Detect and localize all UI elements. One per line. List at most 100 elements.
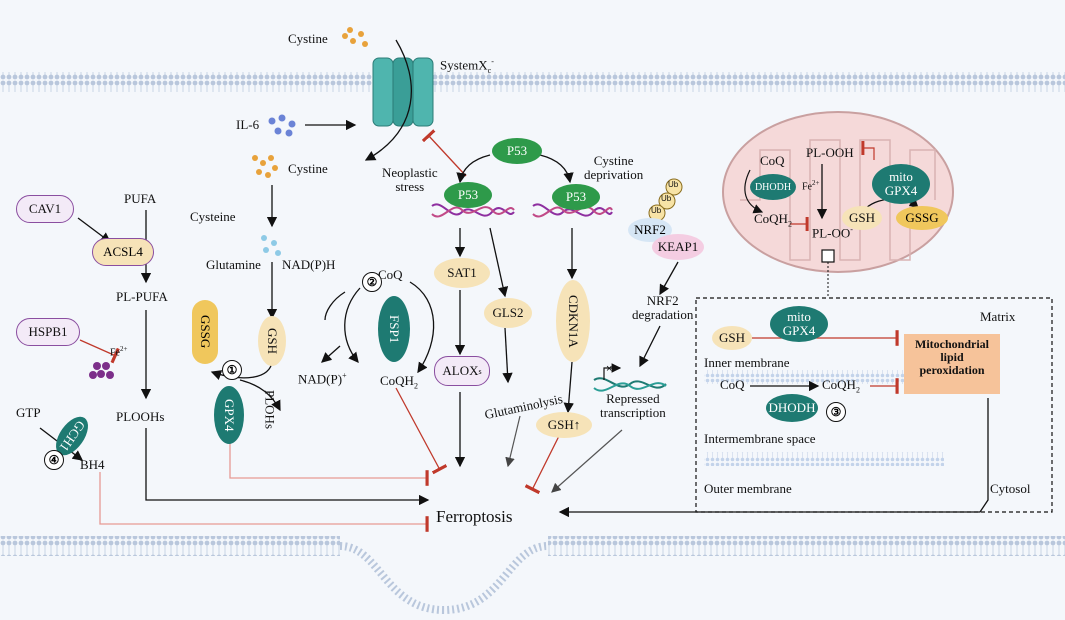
svg-text:×: × xyxy=(606,363,612,375)
membrane-invagination xyxy=(339,542,549,615)
systemxc-sub: c xyxy=(487,65,492,75)
mito-coqh2-text: CoQH xyxy=(754,211,788,226)
mito-coq-label: CoQ xyxy=(760,153,785,168)
plohs-label: PLOHs xyxy=(262,390,278,430)
mito-zoom-box xyxy=(695,297,1053,513)
fsp1-text: FSP1 xyxy=(387,314,402,344)
iron-cluster-icon xyxy=(89,362,114,379)
plasma-membrane-bottom-left xyxy=(0,536,340,556)
p53-right-node: P53 xyxy=(552,184,600,210)
glutamine-label: Glutamine xyxy=(206,257,261,272)
mito-pl-ooh-label: PL-OOH xyxy=(806,145,854,160)
mito-gpx4-node: mito GPX4 xyxy=(872,164,930,204)
repressed-transcription-label: Repressed transcription xyxy=(600,391,666,421)
matrix-label: Matrix xyxy=(980,309,1016,324)
intermembrane-space-label: Intermembrane space xyxy=(704,431,816,446)
cystine-mid-label: Cystine xyxy=(288,161,328,176)
hspb1-node: HSPB1 xyxy=(16,318,80,346)
step-1-marker: ① xyxy=(222,360,242,380)
gpx4-text: GPX4 xyxy=(222,398,237,432)
box-mito-gpx4-node: mito GPX4 xyxy=(770,306,828,342)
cysteine-label: Cysteine xyxy=(190,209,236,224)
gtp-label: GTP xyxy=(16,405,41,420)
gsh-text: GSH xyxy=(265,327,280,354)
gpx4-node: GPX4 xyxy=(214,386,244,444)
mito-coqh2-sub: 2 xyxy=(787,219,792,229)
mito-fe2-text: Fe xyxy=(802,181,812,193)
ubiquitin-icon xyxy=(648,178,683,222)
cav1-node: CAV1 xyxy=(16,195,74,223)
cdkn1a-node: CDKN1A xyxy=(556,280,590,362)
ploohs-label: PLOOHs xyxy=(116,409,165,424)
gssg-text: GSSG xyxy=(198,315,213,349)
cystine-dots-icon xyxy=(342,27,368,47)
nrf2-degradation-label: NRF2 degradation xyxy=(632,293,694,323)
ferroptosis-label: Ferroptosis xyxy=(436,507,513,526)
neoplastic-stress-label: Neoplastic stress xyxy=(382,165,438,195)
step-4-marker: ④ xyxy=(44,450,64,470)
keap1-node: KEAP1 xyxy=(652,234,704,260)
coqh2-sub: 2 xyxy=(413,381,418,391)
box-coqh2-text: CoQH xyxy=(822,377,856,392)
mito-peroxidation-box xyxy=(904,334,1000,394)
inner-membrane-label: Inner membrane xyxy=(704,355,790,370)
cysteine-dots-icon xyxy=(261,235,281,256)
box-coqh2-label: CoQH2 xyxy=(822,377,860,395)
gsh-up-node: GSH↑ xyxy=(536,412,592,438)
cystine-mid-dots-icon xyxy=(252,155,278,178)
pl-pufa-label: PL-PUFA xyxy=(116,289,168,304)
systemxc-sup: - xyxy=(491,57,494,66)
plasma-membrane-top xyxy=(0,72,1065,92)
sat1-node: SAT1 xyxy=(434,258,490,288)
coq-label: CoQ xyxy=(378,267,403,282)
systemxc-label: SystemXc- xyxy=(440,57,494,76)
nadp-sup: + xyxy=(342,371,347,380)
box-gsh-node: GSH xyxy=(712,326,752,350)
acsl4-node: ACSL4 xyxy=(92,238,154,266)
systemxc-text: SystemX xyxy=(440,57,488,73)
fe2-label: Fe2+ xyxy=(110,345,128,358)
fe2-sup: 2+ xyxy=(120,345,128,353)
fsp1-node: FSP1 xyxy=(378,296,410,362)
cdkn1a-text: CDKN1A xyxy=(566,294,581,348)
il6-label: IL-6 xyxy=(236,117,260,132)
outer-membrane-label: Outer membrane xyxy=(704,481,792,496)
ub-label-2: Ub xyxy=(661,194,672,203)
cystine-deprivation-label: Cystine deprivation xyxy=(584,153,644,183)
step-3-marker: ③ xyxy=(826,402,846,422)
mito-fe2-label: Fe2+ xyxy=(802,179,820,193)
nadph-label: NAD(P)H xyxy=(282,257,336,272)
ub-label-3: Ub xyxy=(651,206,662,215)
mito-pl-oo-label: PL-OO- xyxy=(812,225,853,241)
mito-gssg-node: GSSG xyxy=(896,206,948,230)
mito-coqh2-label: CoQH2 xyxy=(754,211,792,229)
zoom-square xyxy=(821,249,835,263)
mito-dhodh-node: DHODH xyxy=(750,174,796,200)
repressed-dna-icon xyxy=(593,377,667,392)
dna-helix-icon xyxy=(431,203,613,218)
p53-left-node: P53 xyxy=(444,182,492,208)
alox-sub: s xyxy=(478,366,482,376)
coqh2-label: CoQH2 xyxy=(380,373,418,391)
pufa-label: PUFA xyxy=(124,191,157,206)
nadp-label: NAD(P)+ xyxy=(298,371,347,387)
mitochondrion-icon xyxy=(722,111,954,273)
plasma-membrane-bottom-right xyxy=(548,536,1065,556)
gsh-node: GSH xyxy=(258,316,286,366)
il6-dots-icon xyxy=(268,114,296,137)
step-2-marker: ② xyxy=(362,272,382,292)
mito-lipid-peroxidation-label: Mitochondrial lipid peroxidation xyxy=(915,337,989,378)
cystine-top-label: Cystine xyxy=(288,31,328,46)
mito-pl-oo-sup: - xyxy=(850,225,853,234)
alox-text: ALOX xyxy=(442,363,479,378)
mito-pl-oo-text: PL-OO xyxy=(812,225,851,241)
gssg-node: GSSG xyxy=(192,300,218,364)
systemxc-transporter-icon xyxy=(372,57,434,127)
p53-top-node: P53 xyxy=(492,138,542,164)
mito-fe2-sup: 2+ xyxy=(812,179,820,187)
nadp-text: NAD(P) xyxy=(298,371,343,387)
box-dhodh-node: DHODH xyxy=(766,394,818,422)
gls2-node: GLS2 xyxy=(484,298,532,328)
